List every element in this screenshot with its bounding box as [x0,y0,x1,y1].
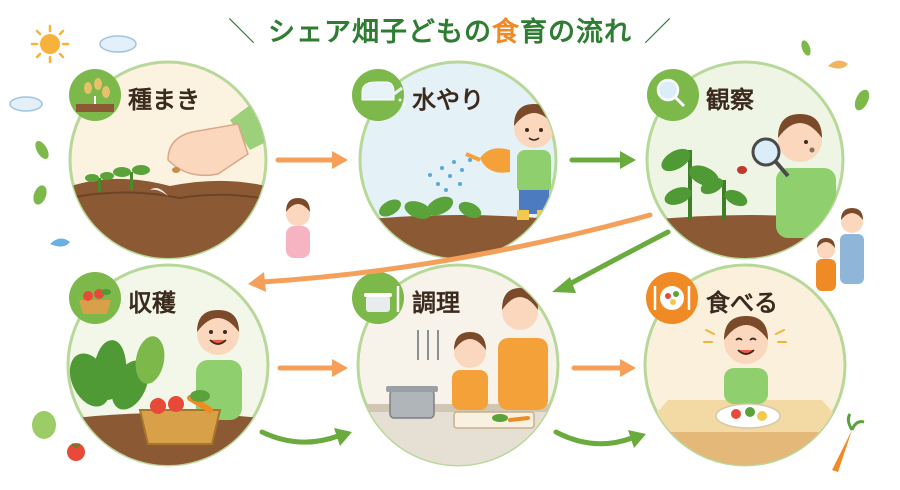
step-label-eating: 食べる [706,283,778,318]
step-label-harvest: 収穫 [128,283,176,318]
badge-observation [647,69,699,121]
child-cooking-figure [452,332,488,410]
arrow-harvest-to-cooking-top [280,359,348,377]
pot-icon [386,386,438,418]
badge-eating [646,272,698,324]
badge-cooking [352,272,404,324]
cutting-board-icon [454,412,534,428]
carrot-icon [832,414,864,472]
sun-icon [32,26,68,62]
step-label-seeding: 種まき [128,80,200,115]
step-label-cooking: 調理 [412,283,460,318]
arrow-cooking-to-eating-bottom [556,430,646,448]
arrow-watering-to-observation [572,151,636,169]
arrow-seeding-to-watering [278,151,348,169]
plate-icon [716,404,780,428]
badge-harvest [69,272,121,324]
step-label-watering: 水やり [412,80,484,115]
step-label-observation: 観察 [706,80,754,115]
badge-seeding [69,69,121,121]
arrow-harvest-to-cooking-bottom [262,428,352,446]
arrow-cooking-to-eating-top [574,359,636,377]
tomato-icon [67,443,85,461]
bug-icon [737,166,747,174]
mother-figure-icon [286,198,310,258]
